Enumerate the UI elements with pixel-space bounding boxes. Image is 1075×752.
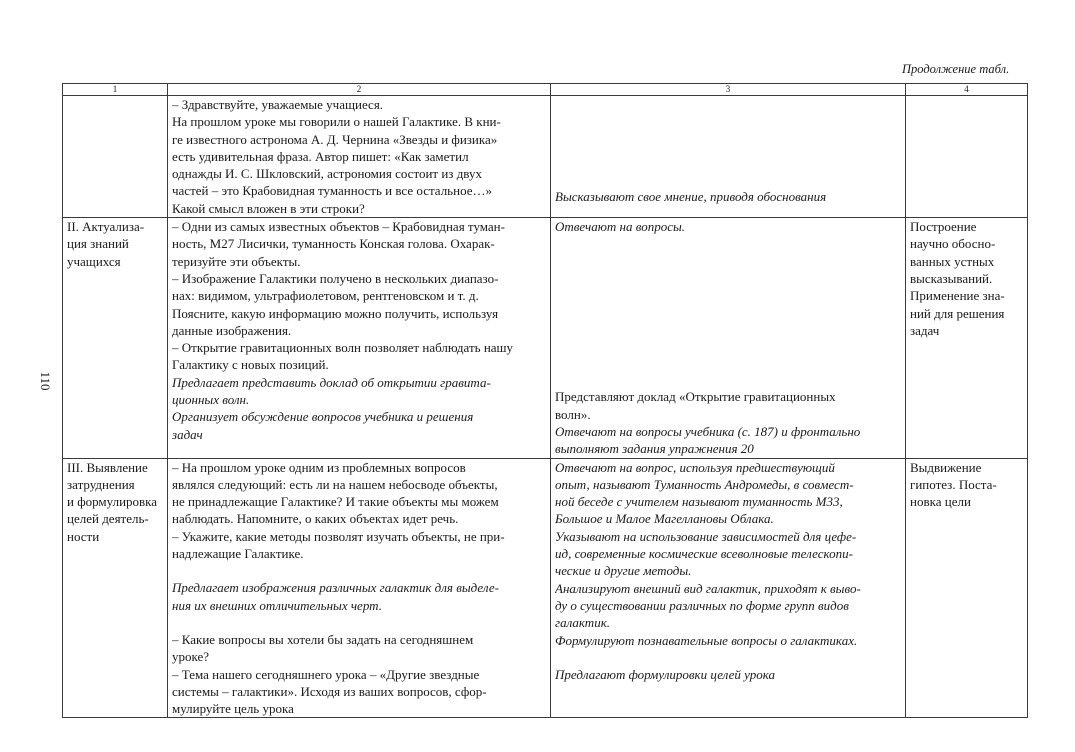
teacher-activity-cell: – Здравствуйте, уважаемые учащиеся. На п…	[167, 94, 551, 219]
text-line: Представляют доклад «Открытие гравитацио…	[555, 389, 836, 405]
text-line: гипотез. Поста-	[910, 476, 997, 492]
table-row: III. Выявление затруднения и формулировк…	[62, 457, 1028, 719]
text-line: системы – галактики». Исходя из ваших во…	[172, 683, 487, 699]
text-line: – Укажите, какие методы позволят изучать…	[172, 528, 505, 544]
text-line: научно обосно-	[910, 236, 996, 252]
text-line: Большое и Малое Магеллановы Облака.	[555, 511, 774, 527]
text-line: теризуйте эти объекты.	[172, 253, 301, 269]
text-line: волн».	[555, 406, 591, 422]
text-line: ность, М27 Лисички, туманность Конская г…	[172, 236, 495, 252]
spacer	[555, 649, 902, 666]
text-line: опыт, называют Туманность Андромеды, в с…	[555, 476, 854, 492]
text-line: надлежащие Галактике.	[172, 546, 304, 562]
column-number: 4	[905, 83, 1028, 96]
text-line: Выдвижение	[910, 459, 982, 475]
text-line: II. Актуализа-	[67, 219, 145, 235]
text-line: Отвечают на вопрос, используя предшеству…	[555, 459, 835, 475]
text-line: ция знаний	[67, 236, 129, 252]
text-line: – На прошлом уроке одним из проблемных в…	[172, 459, 466, 475]
student-activity-cell: Высказывают свое мнение, приводя обоснов…	[550, 94, 906, 219]
text-line: задач	[910, 322, 940, 338]
text-line: не принадлежащие Галактике? И такие объе…	[172, 494, 499, 510]
spacer	[555, 96, 902, 188]
spacer	[555, 235, 902, 388]
text-line: частей – это Крабовидная туманность и вс…	[172, 183, 492, 199]
text-line: – Тема нашего сегодняшнего урока – «Друг…	[172, 666, 480, 682]
column-number-row: 1 2 3 4	[62, 83, 1028, 96]
text-line: Высказывают свое мнение, приводя обоснов…	[555, 189, 827, 204]
text-line: Какой смысл вложен в эти строки?	[172, 200, 365, 216]
text-line: Поясните, какую информацию можно получит…	[172, 305, 499, 321]
text-line: – Какие вопросы вы хотели бы задать на с…	[172, 631, 474, 647]
competence-cell: Построение научно обосно- ванных устных …	[905, 217, 1028, 459]
text-line: мулируйте цель урока	[172, 701, 294, 717]
table-row: – Здравствуйте, уважаемые учащиеся. На п…	[62, 94, 1028, 219]
text-line: галактик.	[555, 615, 611, 631]
teacher-activity-cell: – На прошлом уроке одним из проблемных в…	[167, 457, 551, 719]
text-line: ге известного астронома А. Д. Чернина «З…	[172, 131, 498, 147]
text-line: Галактику с новых позиций.	[172, 357, 329, 373]
text-line: высказываний.	[910, 270, 993, 286]
text-line: Организует обсуждение вопросов учебника …	[172, 409, 474, 425]
text-line: есть удивительная фраза. Автор пишет: «К…	[172, 148, 469, 164]
column-number: 3	[550, 83, 906, 96]
text-line: и формулировка	[67, 494, 158, 510]
competence-cell	[905, 94, 1028, 219]
text-line: ду о существовании различных по форме гр…	[555, 597, 849, 613]
text-line: ния их внешних отличительных черт.	[172, 597, 382, 613]
text-line: задач	[172, 426, 203, 442]
student-activity-cell: Отвечают на вопрос, используя предшеству…	[550, 457, 906, 719]
text-line: Отвечают на вопросы.	[555, 219, 686, 235]
text-line: являлся следующий: есть ли на нашем небо…	[172, 476, 498, 492]
column-number: 1	[62, 83, 168, 96]
text-line: ности	[67, 528, 100, 544]
text-line: ной беседе с учителем называют туманност…	[555, 494, 843, 510]
text-line: Анализируют внешний вид галактик, приход…	[555, 580, 861, 596]
competence-cell: Выдвижение гипотез. Поста- новка цели	[905, 457, 1028, 719]
text-line: ний для решения	[910, 305, 1005, 321]
text-line: Предлагают формулировки целей урока	[555, 666, 776, 682]
text-line: Построение	[910, 219, 977, 235]
text-line: Применение зна-	[910, 288, 1005, 304]
text-line: Отвечают на вопросы учебника (с. 187) и …	[555, 423, 861, 439]
text-line: выполняют задания упражнения 20	[555, 441, 754, 457]
text-line: ческие и другие методы.	[555, 563, 692, 579]
text-line: – Изображение Галактики получено в неско…	[172, 270, 499, 286]
text-line: ид, современные космические всеволновые …	[555, 546, 853, 562]
text-line: новка цели	[910, 494, 971, 510]
text-line: нах: видимом, ультрафиолетовом, рентгено…	[172, 288, 479, 304]
page-number: 110	[38, 371, 53, 391]
stage-cell	[62, 94, 168, 219]
continuation-caption: Продолжение табл.	[902, 62, 1010, 76]
lesson-plan-table: 1 2 3 4 – Здравствуйте, уважаемые учащие…	[62, 83, 1028, 719]
text-line: ционных волн.	[172, 392, 250, 408]
text-line: – Открытие гравитационных волн позволяет…	[172, 340, 514, 356]
text-line: учащихся	[67, 253, 121, 269]
text-line: наблюдать. Напомните, о каких объектах и…	[172, 511, 459, 527]
text-line: данные изображения.	[172, 322, 292, 338]
stage-cell: III. Выявление затруднения и формулировк…	[62, 457, 168, 719]
text-line: Формулируют познавательные вопросы о гал…	[555, 632, 858, 648]
text-line: целей деятель-	[67, 511, 149, 527]
teacher-activity-cell: – Одни из самых известных объектов – Кра…	[167, 217, 551, 459]
text-line: уроке?	[172, 649, 210, 665]
text-line: – Здравствуйте, уважаемые учащиеся.	[172, 97, 384, 112]
stage-cell: II. Актуализа- ция знаний учащихся	[62, 217, 168, 459]
spacer	[172, 562, 547, 579]
text-line: однажды И. С. Шкловский, астрономия сост…	[172, 166, 483, 182]
column-number: 2	[167, 83, 551, 96]
text-line: Предлагает изображения различных галакти…	[172, 580, 499, 596]
student-activity-cell: Отвечают на вопросы. Представляют доклад…	[550, 217, 906, 459]
text-line: затруднения	[67, 476, 135, 492]
text-line: – Одни из самых известных объектов – Кра…	[172, 219, 505, 235]
text-line: На прошлом уроке мы говорили о нашей Гал…	[172, 114, 501, 130]
text-line: III. Выявление	[67, 459, 148, 475]
text-line: Указывают на использование зависимостей …	[555, 528, 857, 544]
table-row: II. Актуализа- ция знаний учащихся – Одн…	[62, 217, 1028, 459]
spacer	[172, 614, 547, 631]
text-line: ванных устных	[910, 253, 995, 269]
text-line: Предлагает представить доклад об открыти…	[172, 374, 491, 390]
